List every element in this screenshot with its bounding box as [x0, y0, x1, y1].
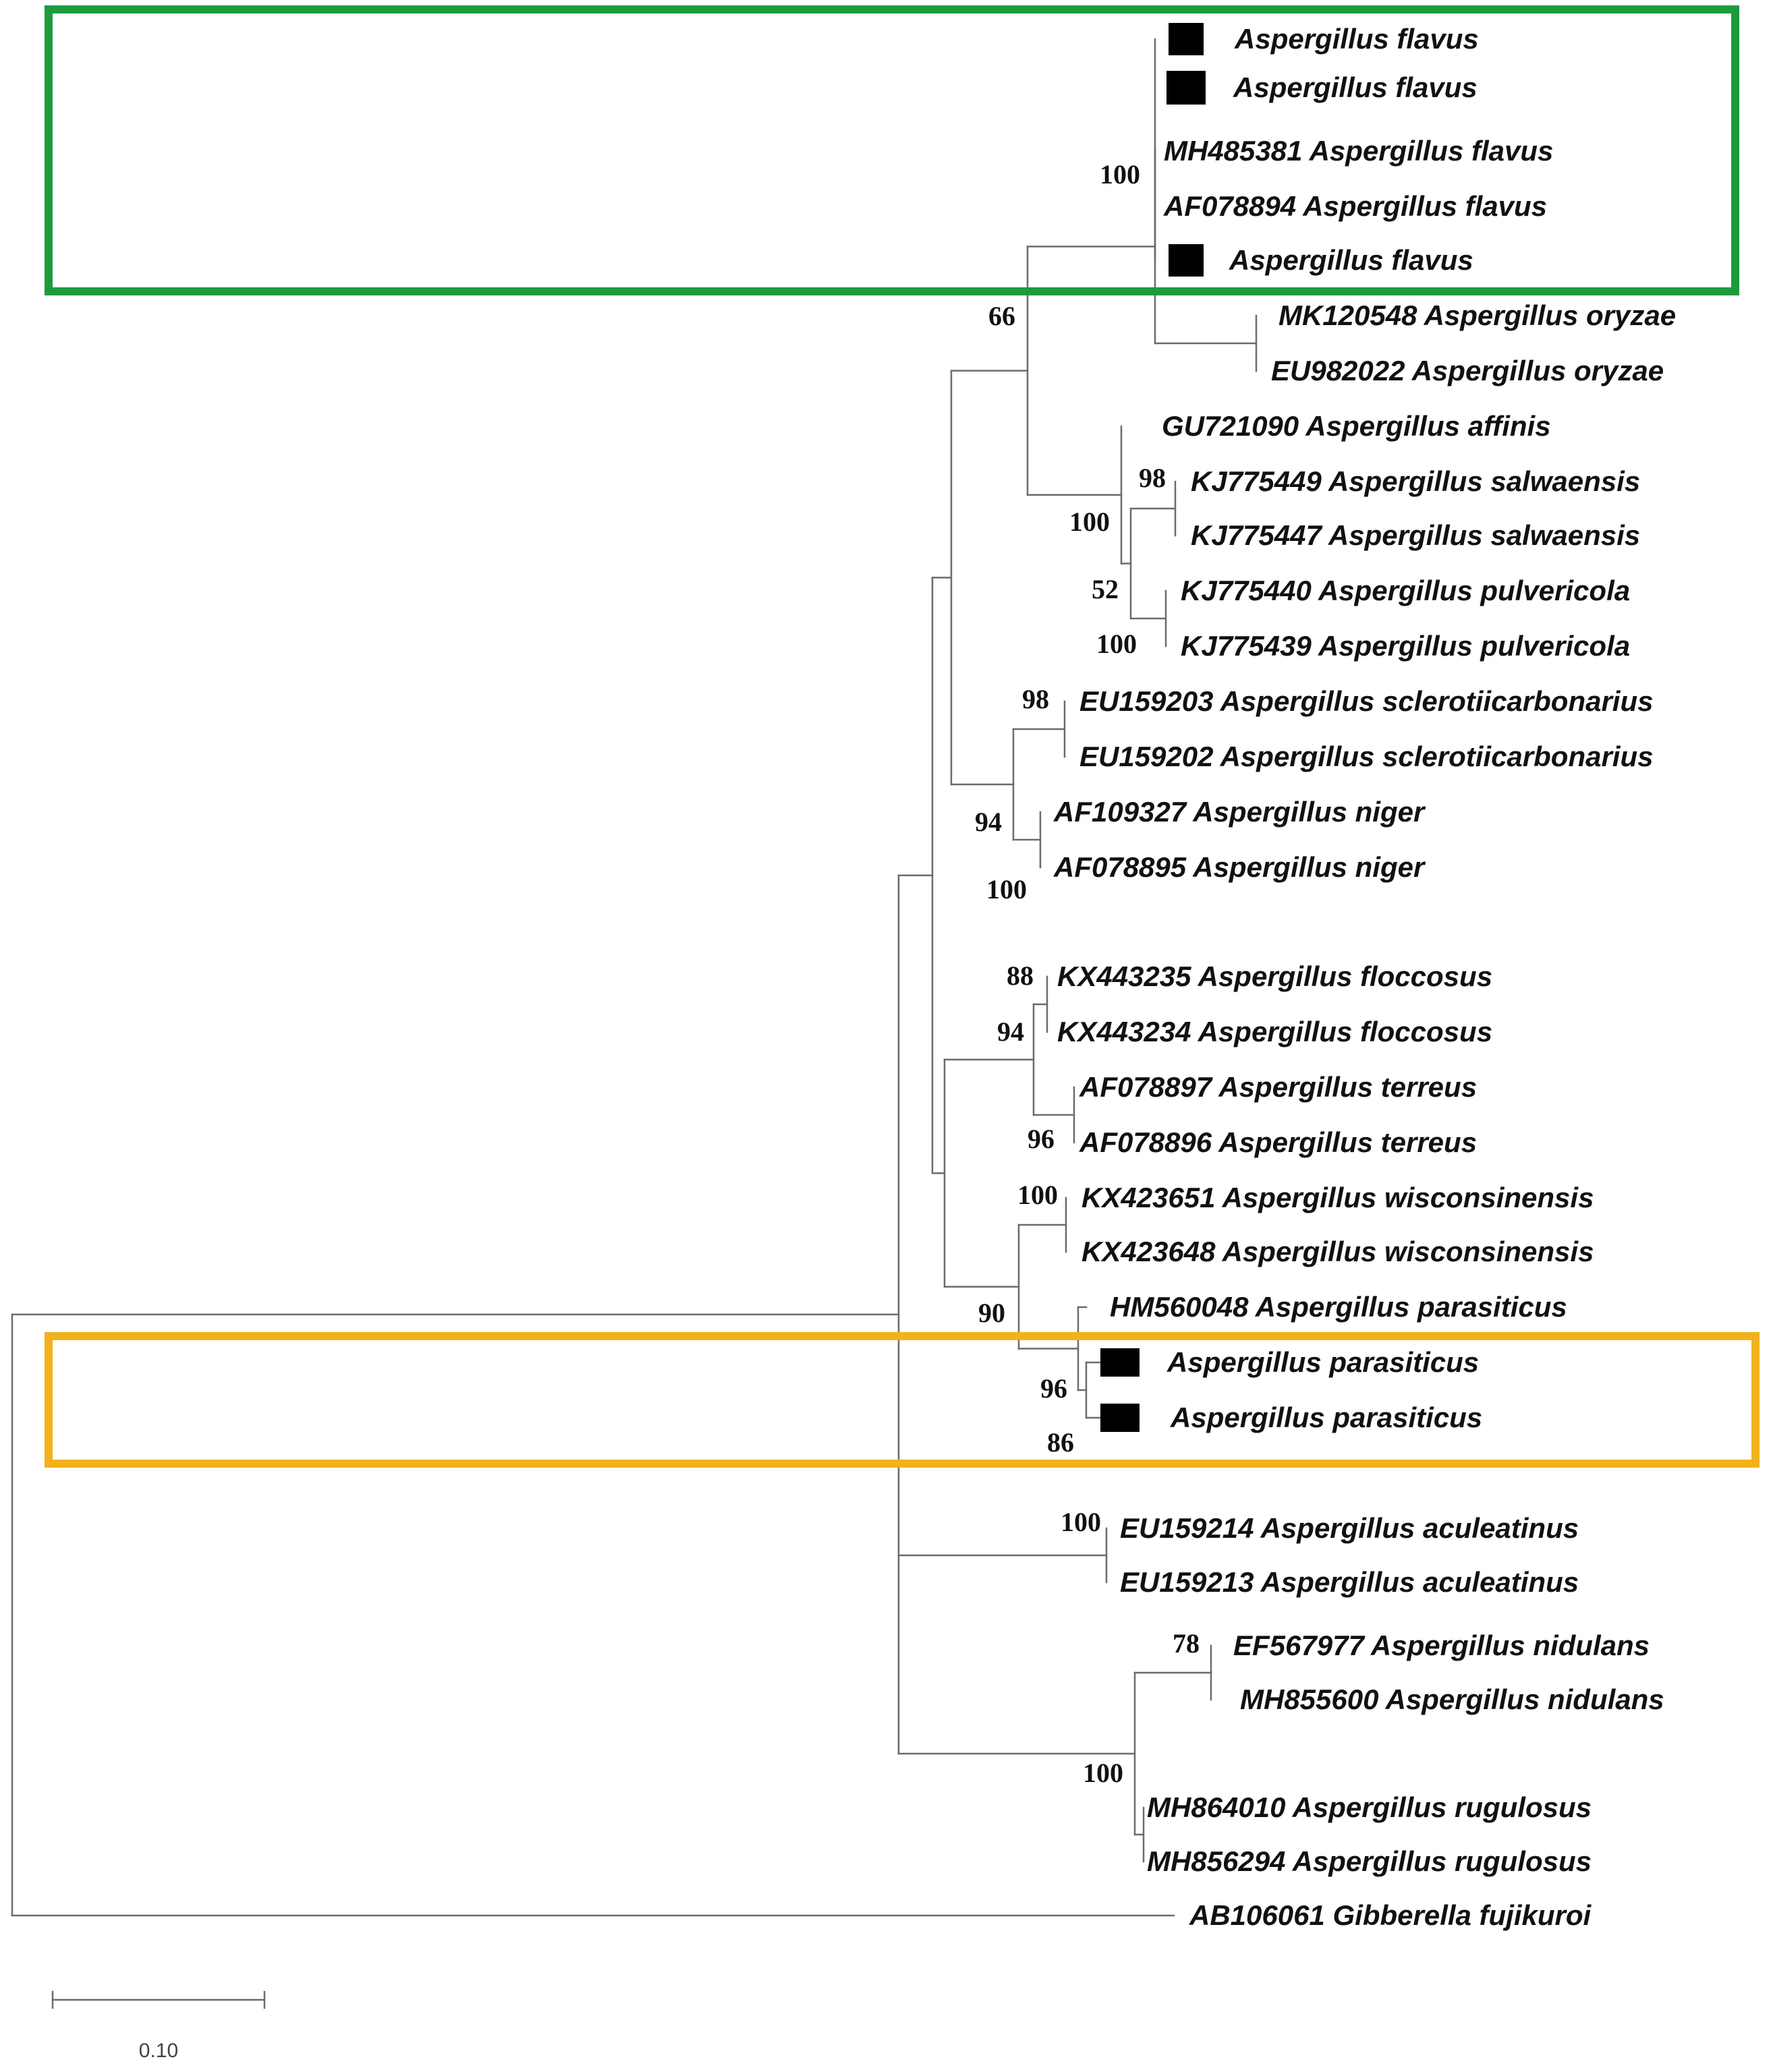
sample-marker-square	[1100, 1348, 1140, 1377]
taxon-label: Aspergillus flavus	[1234, 23, 1479, 55]
sample-marker-square	[1169, 244, 1204, 277]
taxon-label: MH855600 Aspergillus nidulans	[1240, 1684, 1664, 1715]
bootstrap-value: 98	[1139, 463, 1166, 493]
taxon-label: KJ775439 Aspergillus pulvericola	[1181, 630, 1630, 662]
taxon-label: KJ775447 Aspergillus salwaensis	[1191, 519, 1640, 551]
taxon-label: KJ775440 Aspergillus pulvericola	[1181, 575, 1630, 606]
scale-bar: 0.10	[51, 1990, 266, 2062]
bootstrap-value: 94	[997, 1016, 1024, 1047]
highlight-box-parasiticus-group	[45, 1332, 1760, 1468]
taxon-label: MK120548 Aspergillus oryzae	[1278, 299, 1676, 331]
taxon-label: EU982022 Aspergillus oryzae	[1271, 355, 1664, 386]
bootstrap-value: 96	[1028, 1124, 1055, 1154]
bootstrap-value: 100	[986, 874, 1027, 904]
taxon-label: Aspergillus parasiticus	[1170, 1402, 1482, 1433]
bootstrap-value: 88	[1007, 960, 1034, 991]
bootstrap-value: 52	[1092, 574, 1119, 604]
sample-marker-square	[1166, 71, 1206, 105]
taxon-label: Aspergillus parasiticus	[1166, 1346, 1479, 1378]
taxon-label: AB106061 Gibberella fujikuroi	[1189, 1899, 1592, 1931]
taxon-label: KX423648 Aspergillus wisconsinensis	[1081, 1236, 1594, 1267]
highlight-box-flavus-group	[45, 5, 1739, 295]
taxon-label: AF078894 Aspergillus flavus	[1163, 190, 1547, 222]
taxon-label: Aspergillus flavus	[1229, 244, 1473, 276]
taxon-label: GU721090 Aspergillus affinis	[1162, 410, 1551, 442]
bootstrap-value: 78	[1173, 1628, 1200, 1659]
bootstrap-value: 100	[1017, 1180, 1058, 1210]
taxon-label: AF109327 Aspergillus niger	[1053, 796, 1426, 828]
taxon-label: MH864010 Aspergillus rugulosus	[1147, 1791, 1592, 1823]
bootstrap-value: 96	[1040, 1373, 1067, 1404]
bootstrap-value: 86	[1047, 1427, 1074, 1458]
taxon-label: EF567977 Aspergillus nidulans	[1233, 1630, 1650, 1661]
taxon-label: KJ775449 Aspergillus salwaensis	[1191, 465, 1640, 497]
bootstrap-value: 100	[1069, 507, 1110, 537]
sample-marker-square	[1169, 23, 1204, 55]
taxon-label: HM560048 Aspergillus parasiticus	[1110, 1291, 1567, 1323]
highlight-boxes	[45, 5, 1760, 1468]
taxon-label: Aspergillus flavus	[1233, 71, 1478, 103]
taxon-label: AF078896 Aspergillus terreus	[1079, 1126, 1477, 1158]
support-values: 100 66 98 100 52 100 98 94 100 88 94 96 100 90 96 86 100…	[975, 159, 1200, 1788]
taxon-label: MH856294 Aspergillus rugulosus	[1147, 1845, 1592, 1877]
taxon-label: MH485381 Aspergillus flavus	[1164, 135, 1553, 167]
taxon-label: KX443235 Aspergillus floccosus	[1057, 960, 1492, 992]
taxon-label: KX423651 Aspergillus wisconsinensis	[1081, 1182, 1594, 1213]
taxon-label: AF078895 Aspergillus niger	[1053, 851, 1426, 883]
scale-bar-label: 0.10	[139, 2040, 178, 2062]
taxon-label: EU159202 Aspergillus sclerotiicarbonariu…	[1079, 741, 1653, 772]
bootstrap-value: 100	[1061, 1507, 1101, 1537]
sample-marker-square	[1100, 1404, 1140, 1432]
taxon-label: EU159203 Aspergillus sclerotiicarbonariu…	[1079, 685, 1653, 717]
taxon-label: AF078897 Aspergillus terreus	[1079, 1071, 1477, 1103]
tree-branches	[11, 38, 1258, 1917]
bootstrap-value: 90	[978, 1298, 1005, 1328]
taxon-label: EU159214 Aspergillus aculeatinus	[1120, 1512, 1579, 1544]
bootstrap-value: 66	[988, 301, 1015, 331]
taxon-markers	[1100, 23, 1206, 1432]
bootstrap-value: 100	[1100, 159, 1140, 190]
taxon-label: KX443234 Aspergillus floccosus	[1057, 1016, 1492, 1047]
taxon-label: EU159213 Aspergillus aculeatinus	[1120, 1566, 1579, 1598]
bootstrap-value: 100	[1083, 1758, 1123, 1788]
bootstrap-value: 100	[1096, 629, 1137, 659]
bootstrap-value: 98	[1022, 684, 1049, 714]
bootstrap-value: 94	[975, 807, 1002, 837]
